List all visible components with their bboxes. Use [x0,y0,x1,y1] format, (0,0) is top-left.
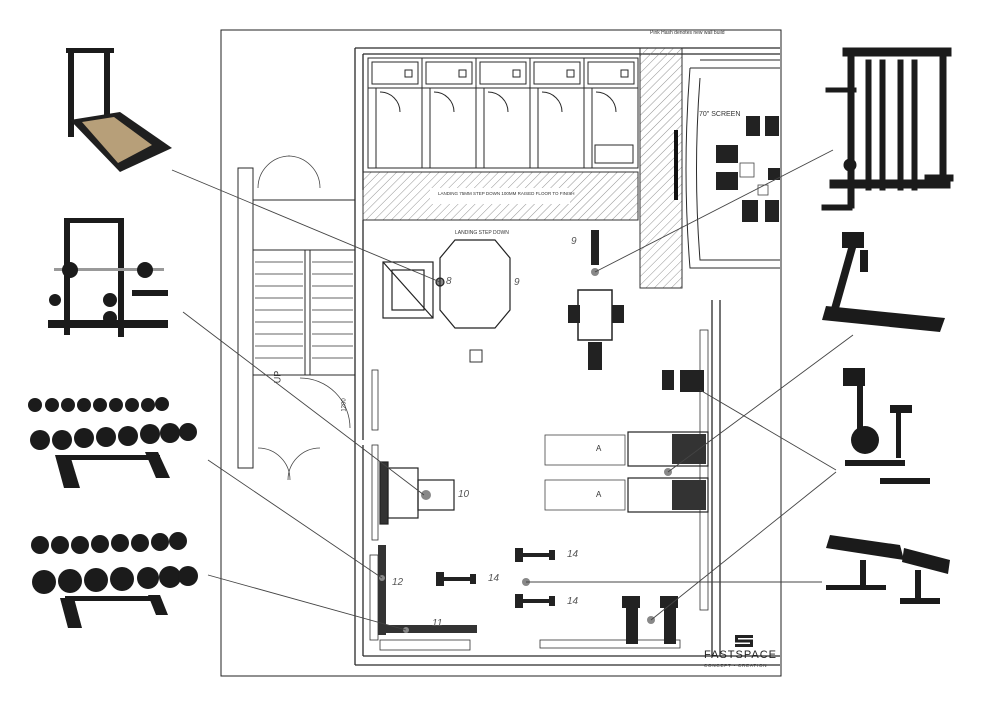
dumbbells-bottom-row-1 [30,423,197,450]
dumbbell-racks [378,545,477,635]
squat-rack-image [48,218,168,337]
equipment-bottom-bikes [622,596,678,644]
dumbbell-rack-image-2 [31,532,198,628]
upright-bike-image [843,368,930,484]
brand-name: FASTSPACE [704,649,777,661]
slab-label: LANDING 75MM STEP DOWN 100MM RAISED FLOO… [438,191,575,196]
treadmill-mark-1: A [596,444,602,453]
stairwell [237,167,356,469]
treadmills [544,431,709,513]
leader-lines [171,149,854,631]
wall-note: Pink Hash denotes new wall build [650,30,725,36]
equipment-number-8: 8 [446,276,452,287]
stair-treads [255,261,353,359]
dimension-label: 1200 [341,398,348,412]
equipment-number-14-middle: 14 [488,573,500,584]
equipment-platform [439,239,511,329]
equipment-half-rack [382,261,445,319]
brand-logo: FASTSPACE CONCEPT • CREATION [704,634,784,674]
stair-doors [257,155,351,481]
dumbbells-top-row-2 [31,532,187,554]
equipment-number-14-bottom: 14 [567,596,579,607]
half-rack-platform-image [66,48,172,172]
cable-station-image [821,47,954,211]
equipment-number-11: 11 [432,618,443,629]
equipment-number-12: 12 [392,577,404,588]
equipment-squat-rack [379,461,455,525]
screen-label: 70" SCREEN [699,111,741,118]
brand-tagline: CONCEPT • CREATION [704,663,768,668]
up-label: UP [272,370,283,384]
equipment-bike [662,370,704,392]
equipment-benches [436,548,555,608]
sheet-border [220,29,782,677]
treadmill-mark-2: A [596,490,602,499]
equipment-number-9-cable: 9 [571,236,577,247]
adjustable-bench-image [826,535,950,604]
equipment-number-10: 10 [458,489,470,500]
building-walls [354,47,780,666]
changing-rooms [367,57,639,169]
dumbbells-bottom-row-2 [32,566,198,594]
screen-room [674,59,780,269]
screen-room-seats [716,116,780,222]
floor-box [469,349,483,363]
treadmill-image [822,232,945,332]
landing-label: LANDING STEP DOWN [455,230,509,236]
brand-mark-icon [735,635,753,647]
equipment-cable-machine [568,230,624,370]
equipment-number-9-platform: 9 [514,277,520,288]
dumbbells-top-row-1 [28,397,169,412]
equipment-number-14-top: 14 [567,549,579,560]
dumbbell-rack-image-1 [28,397,197,488]
